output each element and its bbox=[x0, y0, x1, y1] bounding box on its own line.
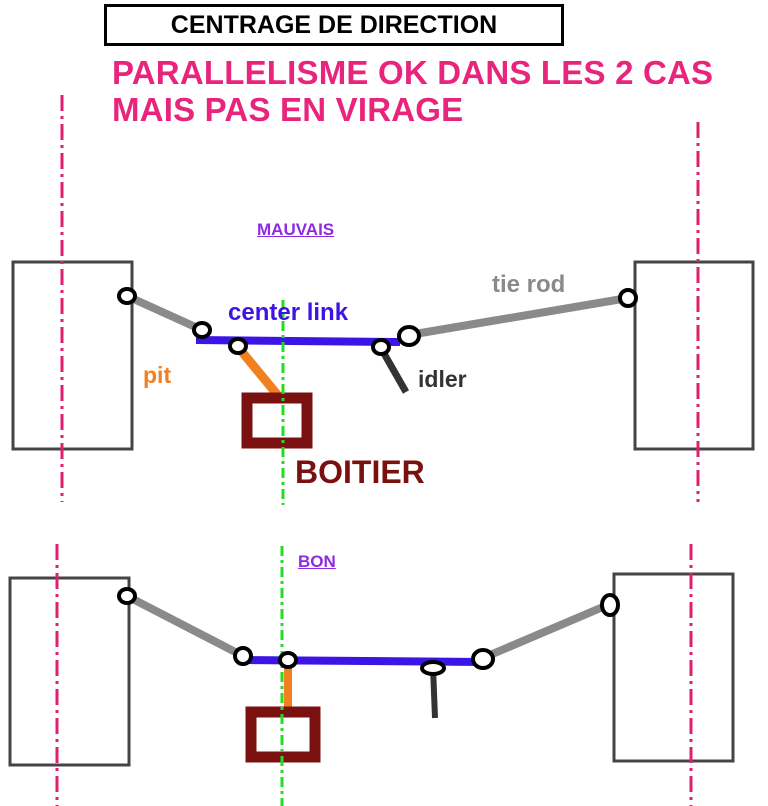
steering-box-label: BOITIER bbox=[295, 454, 425, 490]
title-box: CENTRAGE DE DIRECTION bbox=[104, 4, 564, 46]
joint bbox=[471, 648, 495, 670]
diagram-bad bbox=[11, 95, 755, 505]
right-tie-rod bbox=[481, 600, 612, 662]
subtitle-line-2: MAIS PAS EN VIRAGE bbox=[112, 91, 464, 128]
joint bbox=[278, 651, 298, 669]
steering-box bbox=[241, 392, 313, 449]
section-label-bad: MAUVAIS bbox=[257, 220, 335, 239]
right-tie-rod bbox=[408, 294, 629, 339]
left-tie-rod bbox=[125, 292, 204, 334]
joint bbox=[371, 338, 391, 356]
joint bbox=[420, 660, 446, 676]
section-label-good: BON bbox=[298, 552, 336, 571]
joint bbox=[228, 337, 248, 355]
joint bbox=[397, 325, 421, 347]
right-wheel bbox=[633, 260, 755, 451]
left-tie-rod bbox=[125, 592, 245, 660]
joint bbox=[192, 321, 212, 339]
page-title: CENTRAGE DE DIRECTION bbox=[170, 10, 498, 39]
center-link bbox=[195, 336, 401, 346]
joint bbox=[233, 646, 253, 666]
joint bbox=[618, 288, 638, 308]
joint bbox=[117, 287, 137, 305]
joint bbox=[117, 587, 137, 605]
pitman-label: pit bbox=[143, 362, 172, 388]
diagram-good bbox=[8, 544, 735, 806]
subtitle-line-1: PARALLELISME OK DANS LES 2 CAS bbox=[112, 54, 714, 91]
center-link-label: center link bbox=[228, 299, 349, 326]
left-wheel bbox=[11, 260, 134, 451]
tie-rod-label: tie rod bbox=[492, 271, 566, 298]
idler-label: idler bbox=[418, 366, 467, 392]
idler-arm bbox=[378, 348, 410, 394]
pitman-arm bbox=[234, 344, 284, 401]
left-wheel bbox=[8, 576, 131, 767]
joint bbox=[600, 593, 620, 617]
right-wheel bbox=[612, 572, 735, 763]
